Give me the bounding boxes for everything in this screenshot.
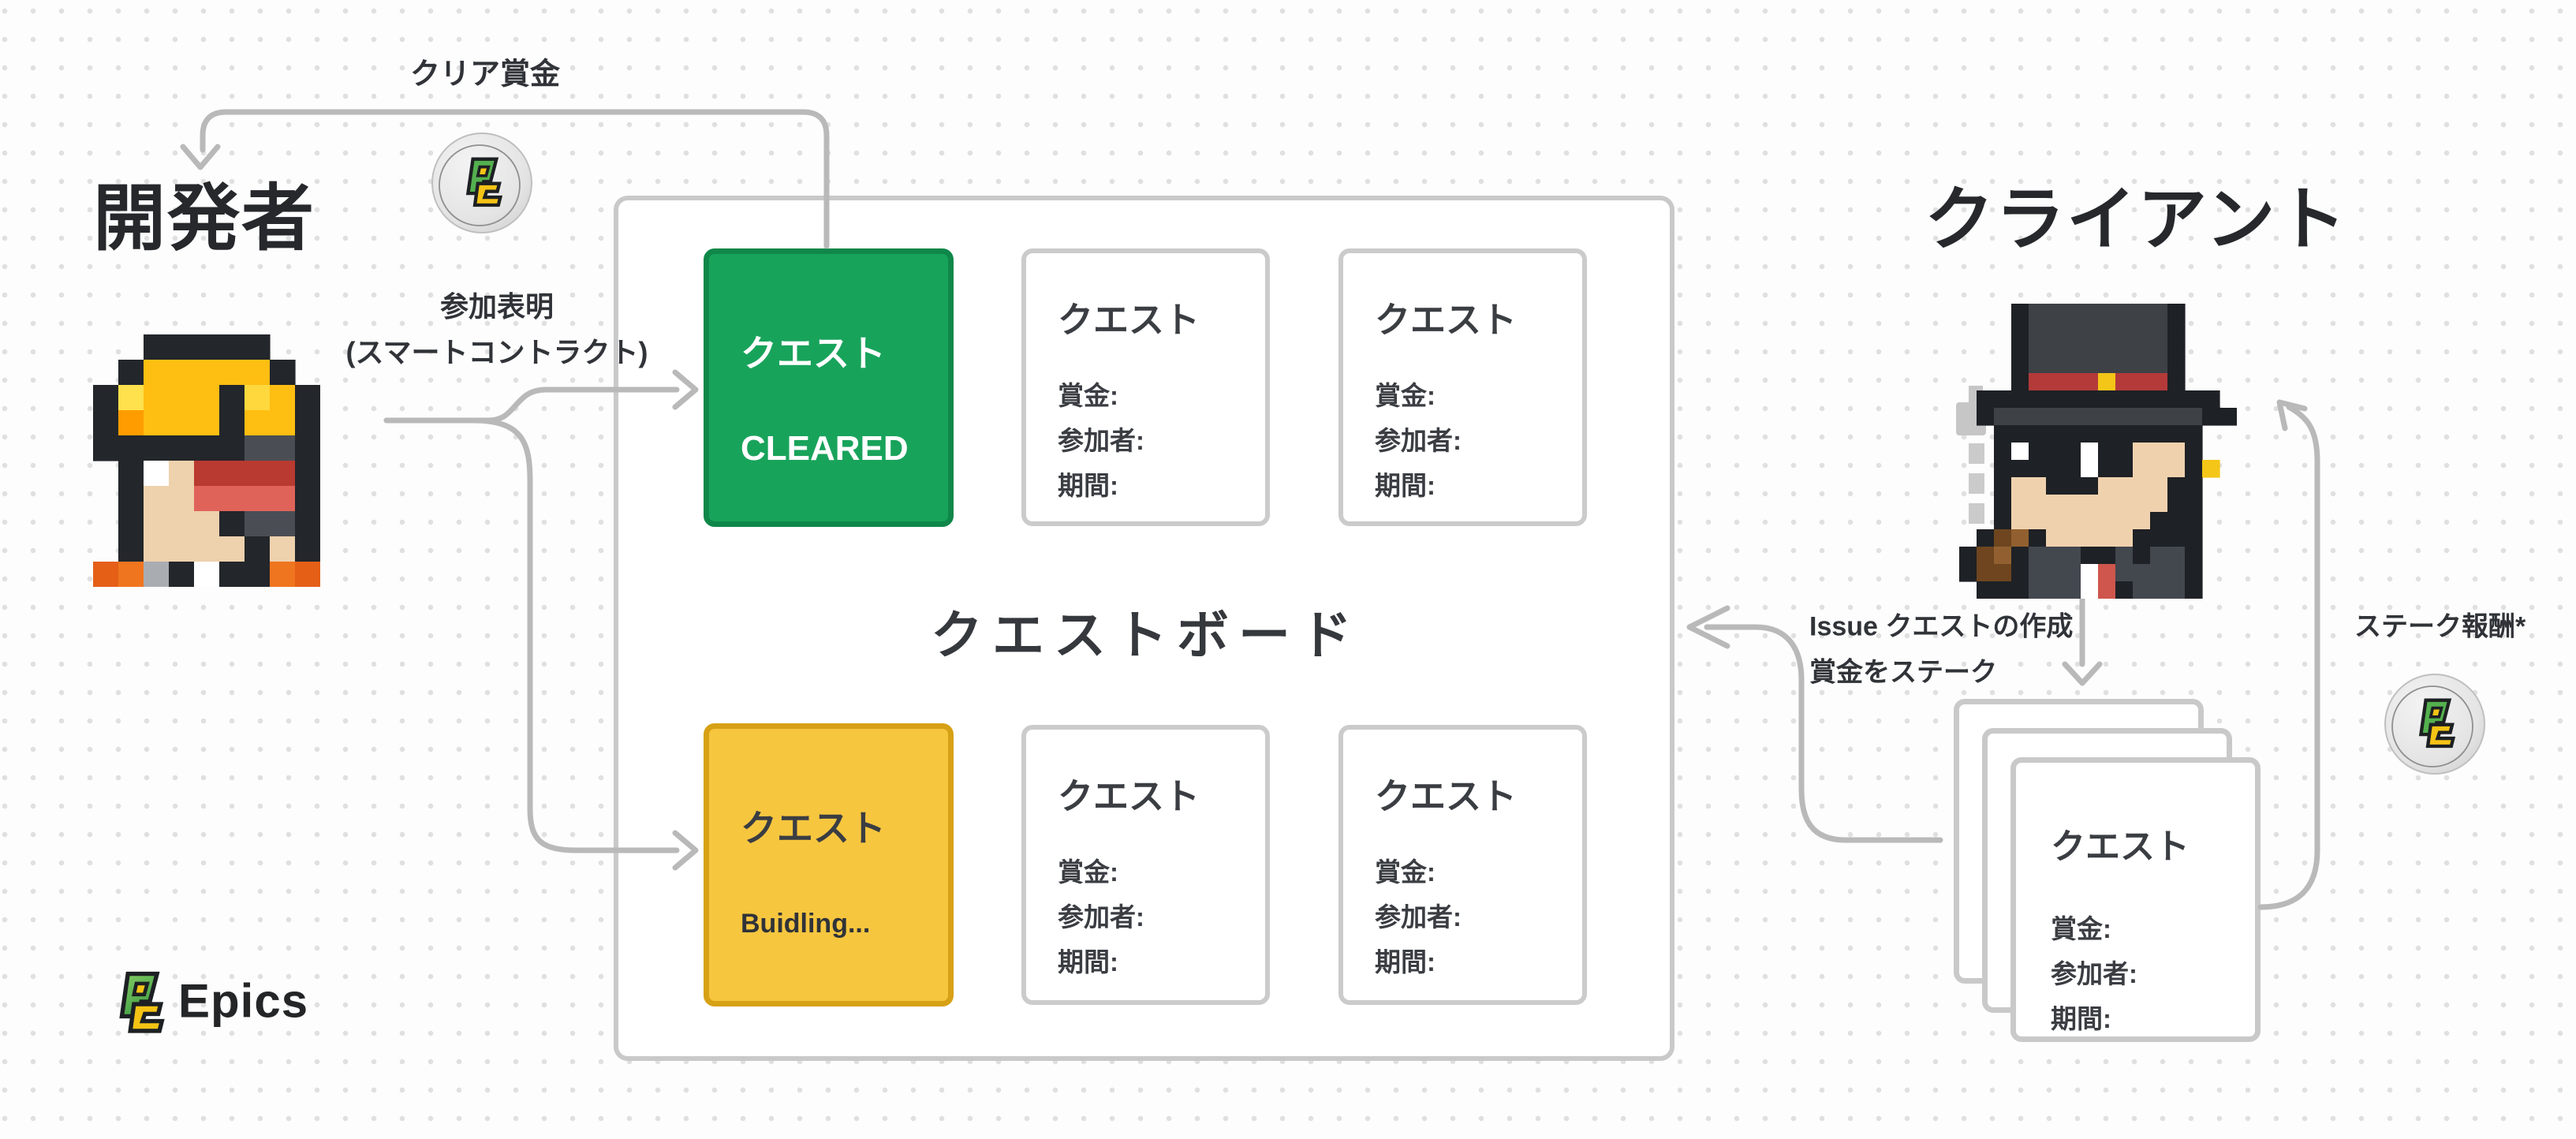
epics-coin-icon [431, 133, 532, 233]
issue-label-line2: 賞金をステーク [1809, 657, 1997, 688]
quest-field-reward: 賞金: [2051, 914, 2111, 943]
quest-card-status: CLEARED [741, 429, 909, 468]
client-label: クライアント [1925, 180, 2348, 259]
stake-reward-arrow [2257, 399, 2320, 910]
stake-reward-label: ステーク報酬* [2354, 611, 2526, 642]
quest-field-participants: 参加者: [1058, 426, 1144, 455]
developer-pixel-avatar [93, 334, 320, 587]
quest-field-period: 期間: [1375, 471, 1435, 500]
quest-card-title: クエスト [741, 808, 886, 849]
epics-coin-icon [2384, 674, 2485, 775]
quest-card-open: クエスト 賞金: 参加者: 期間: [1021, 248, 1270, 526]
issue-to-board-arrow [1686, 605, 1943, 843]
epics-logo-icon [119, 971, 165, 1033]
clear-reward-arrow [180, 109, 830, 249]
quest-card-open: クエスト 賞金: 参加者: 期間: [1338, 725, 1587, 1005]
quest-field-period: 期間: [2051, 1004, 2111, 1033]
issue-label-line1: Issue クエストの作成 [1809, 611, 2074, 642]
quest-field-period: 期間: [1058, 471, 1118, 500]
quest-field-participants: 参加者: [1058, 902, 1144, 932]
quest-card-title: クエスト [1375, 776, 1518, 816]
quest-card-cleared: クエスト CLEARED [704, 248, 954, 527]
quest-card-open: クエスト 賞金: 参加者: 期間: [1338, 248, 1587, 526]
participation-arrow-cleared [383, 369, 699, 424]
participation-label-line2: (スマートコントラクト) [345, 336, 648, 368]
quest-field-period: 期間: [1375, 947, 1435, 977]
quest-field-participants: 参加者: [1375, 426, 1462, 455]
client-pixel-avatar [1956, 304, 2237, 599]
quest-field-participants: 参加者: [2051, 959, 2137, 988]
quest-card-title: クエスト [1058, 300, 1200, 340]
client-to-stack-arrow [2062, 588, 2103, 686]
brand-name: Epics [178, 974, 309, 1028]
participation-arrow-building [383, 417, 699, 871]
clear-reward-label: クリア賞金 [409, 58, 561, 91]
quest-card-title: クエスト [741, 333, 886, 374]
quest-field-reward: 賞金: [1058, 857, 1118, 887]
developer-label: 開発者 [93, 178, 316, 260]
epics-logo-icon [465, 157, 503, 207]
quest-card-open: クエスト 賞金: 参加者: 期間: [1021, 725, 1270, 1005]
quest-card-title: クエスト [1375, 300, 1518, 340]
participation-label-line1: 参加表明 [439, 290, 554, 323]
pipe-smoke-icon [1956, 386, 1986, 524]
quest-card-title: クエスト [1058, 776, 1200, 816]
quest-field-reward: 賞金: [1058, 381, 1118, 410]
quest-card-status: Buidling... [741, 909, 871, 939]
quest-stack-card-front: クエスト 賞金: 参加者: 期間: [2010, 757, 2261, 1042]
quest-field-period: 期間: [1058, 947, 1118, 977]
quest-field-participants: 参加者: [1375, 902, 1462, 932]
quest-card-building: クエスト Buidling... [704, 723, 954, 1006]
quest-card-title: クエスト [2051, 827, 2190, 866]
quest-board-title: クエストボード [931, 606, 1361, 664]
quest-field-reward: 賞金: [1375, 857, 1435, 887]
quest-field-reward: 賞金: [1375, 381, 1435, 410]
